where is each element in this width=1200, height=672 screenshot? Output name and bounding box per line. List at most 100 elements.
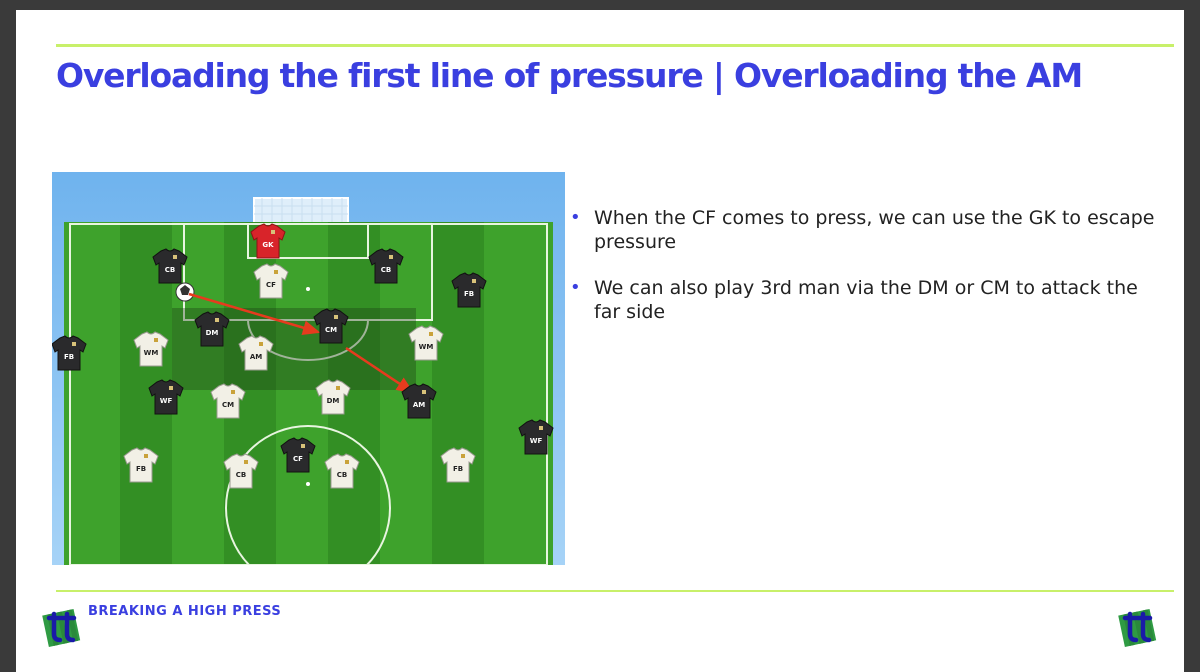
crest-icon <box>472 279 476 283</box>
player-position-label: CB <box>165 266 175 274</box>
crest-icon <box>154 338 158 342</box>
slide: Overloading the first line of pressure |… <box>16 10 1184 672</box>
window-top-bar <box>0 0 1200 10</box>
player-position-label: AM <box>413 401 425 409</box>
crest-icon <box>301 444 305 448</box>
bullet-item: • We can also play 3rd man via the DM or… <box>568 276 1158 324</box>
player-shirt-icon: CM <box>313 308 349 344</box>
top-rule <box>56 44 1174 47</box>
player-shirt-icon: AM <box>238 335 274 371</box>
goal-icon <box>253 197 349 225</box>
player-shirt-icon: CB <box>368 248 404 284</box>
player-shirt-icon: DM <box>194 311 230 347</box>
shirt-shape <box>123 447 159 483</box>
crest-icon <box>336 386 340 390</box>
player-position-label: FB <box>453 465 463 473</box>
player-shirt-icon: DM <box>315 379 351 415</box>
shirt-shape <box>194 311 230 347</box>
player-position-label: AM <box>250 353 262 361</box>
shirt-shape <box>280 437 316 473</box>
slide-title: Overloading the first line of pressure |… <box>56 56 1083 95</box>
shirt-shape <box>148 379 184 415</box>
pass-arrow-icon <box>345 346 415 394</box>
player-shirt-icon: CF <box>280 437 316 473</box>
shirt-shape <box>408 325 444 361</box>
player-shirt-icon: WF <box>148 379 184 415</box>
crest-icon <box>334 315 338 319</box>
shirt-shape <box>368 248 404 284</box>
player-shirt-icon: FB <box>451 272 487 308</box>
bullet-text: When the CF comes to press, we can use t… <box>594 207 1155 253</box>
pitch-markings <box>69 223 548 565</box>
crest-icon <box>244 460 248 464</box>
shirt-shape <box>250 223 286 259</box>
player-position-label: CM <box>222 401 234 409</box>
pass-arrow-icon <box>188 292 321 335</box>
crest-icon <box>215 318 219 322</box>
center-spot <box>306 482 310 486</box>
player-position-label: CB <box>236 471 246 479</box>
crest-icon <box>259 342 263 346</box>
tt-logo-icon <box>1118 609 1157 647</box>
bullet-dot: • <box>570 277 581 298</box>
player-position-label: WM <box>144 349 159 357</box>
player-shirt-icon: FB <box>52 335 87 371</box>
crest-icon <box>274 270 278 274</box>
crest-icon <box>429 332 433 336</box>
player-shirt-icon: GK <box>250 223 286 259</box>
football-icon <box>175 282 195 302</box>
shirt-shape <box>52 335 87 371</box>
player-shirt-icon: WM <box>133 331 169 367</box>
player-position-label: CB <box>381 266 391 274</box>
player-shirt-icon: WF <box>518 419 554 455</box>
player-shirt-icon: CB <box>223 453 259 489</box>
player-position-label: WF <box>160 397 173 405</box>
crest-icon <box>173 255 177 259</box>
bullet-dot: • <box>570 207 581 228</box>
player-position-label: DM <box>327 397 340 405</box>
crest-icon <box>231 390 235 394</box>
shirt-shape <box>324 453 360 489</box>
player-position-label: WF <box>530 437 543 445</box>
shirt-shape <box>313 308 349 344</box>
pitch-grass <box>64 222 553 565</box>
player-position-label: FB <box>64 353 74 361</box>
crest-icon <box>422 390 426 394</box>
shirt-shape <box>133 331 169 367</box>
player-shirt-icon: FB <box>123 447 159 483</box>
penalty-spot <box>306 287 310 291</box>
shirt-shape <box>152 248 188 284</box>
shirt-shape <box>315 379 351 415</box>
crest-icon <box>144 454 148 458</box>
crest-icon <box>72 342 76 346</box>
shirt-shape <box>223 453 259 489</box>
shirt-shape <box>518 419 554 455</box>
crest-icon <box>345 460 349 464</box>
shirt-shape <box>401 383 437 419</box>
player-shirt-icon: CB <box>152 248 188 284</box>
window-right-edge <box>1184 0 1200 672</box>
player-shirt-icon: CB <box>324 453 360 489</box>
bullet-list: • When the CF comes to press, we can use… <box>568 206 1158 346</box>
player-shirt-icon: FB <box>440 447 476 483</box>
player-shirt-icon: WM <box>408 325 444 361</box>
shirt-shape <box>253 263 289 299</box>
shirt-shape <box>210 383 246 419</box>
shirt-shape <box>451 272 487 308</box>
tt-logo-icon <box>42 609 81 647</box>
player-position-label: GK <box>262 241 274 249</box>
player-position-label: CF <box>293 455 303 463</box>
bottom-rule <box>56 590 1174 592</box>
crest-icon <box>539 426 543 430</box>
player-shirt-icon: CM <box>210 383 246 419</box>
crest-icon <box>389 255 393 259</box>
player-position-label: CM <box>325 326 337 334</box>
window-left-edge <box>0 0 16 672</box>
bullet-text: We can also play 3rd man via the DM or C… <box>594 277 1138 323</box>
player-position-label: FB <box>464 290 474 298</box>
player-position-label: FB <box>136 465 146 473</box>
player-shirt-icon: AM <box>401 383 437 419</box>
shirt-shape <box>238 335 274 371</box>
footer-title: BREAKING A HIGH PRESS <box>88 604 282 619</box>
